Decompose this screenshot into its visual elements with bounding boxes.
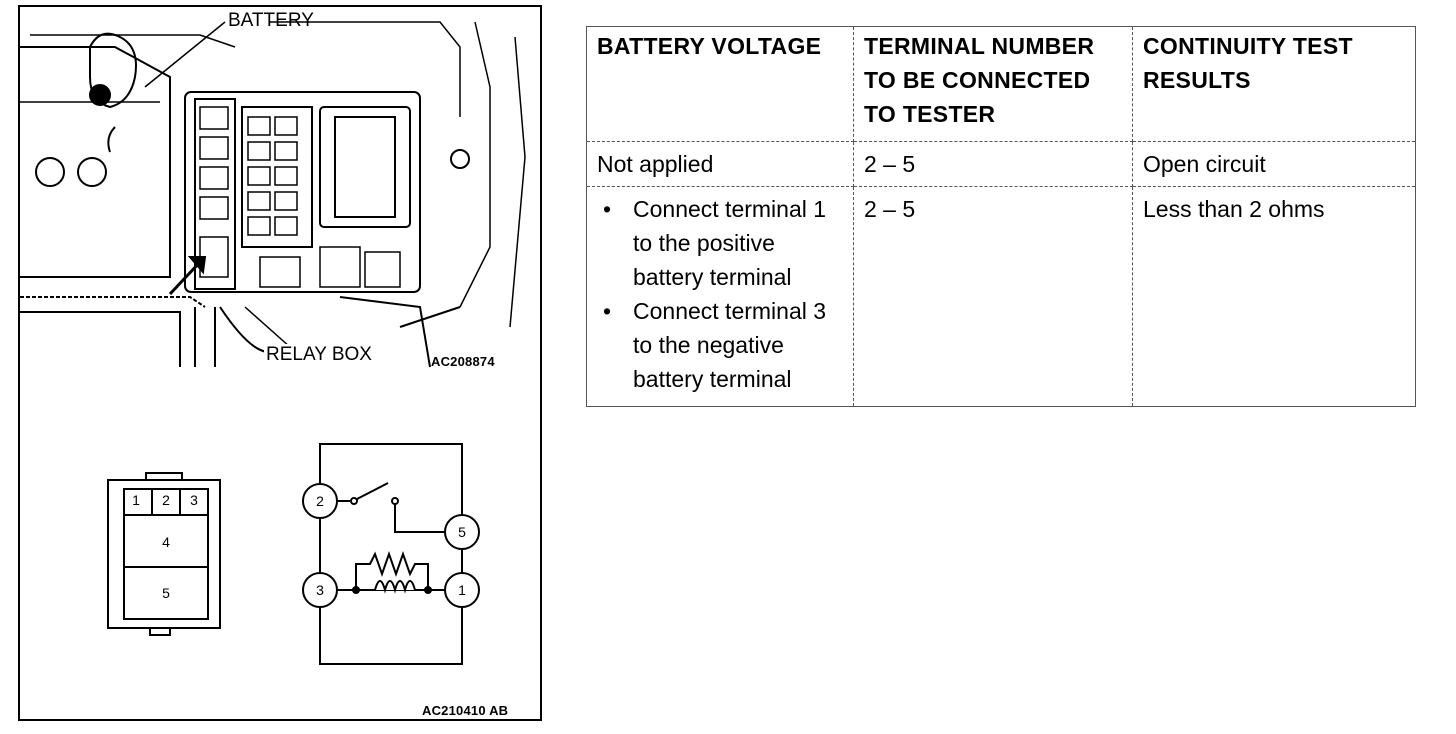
table-row: Not applied 2 – 5 Open circuit <box>586 141 1416 187</box>
table-header-row: BATTERY VOLTAGE TERMINAL NUMBER TO BE CO… <box>586 26 1416 142</box>
cell-terminals: 2 – 5 <box>853 141 1133 187</box>
photo-code: AC208874 <box>431 354 495 369</box>
schematic-pin-2: 2 <box>316 493 324 509</box>
diagram-code: AC210410 AB <box>422 703 509 718</box>
connector-pin-1: 1 <box>132 492 140 508</box>
cell-terminals: 2 – 5 <box>853 186 1133 407</box>
relay-illustration <box>20 21 526 665</box>
connector-face-drawing <box>107 472 221 636</box>
header-battery-voltage: BATTERY VOLTAGE <box>586 26 854 142</box>
engine-bay-drawing <box>20 21 526 368</box>
header-terminal-number: TERMINAL NUMBER TO BE CONNECTED TO TESTE… <box>853 26 1133 142</box>
cell-voltage: Not applied <box>586 141 854 187</box>
connector-pin-4: 4 <box>162 534 170 550</box>
list-item: Connect terminal 3 to the negative batte… <box>603 294 847 396</box>
cell-result: Less than 2 ohms <box>1132 186 1416 407</box>
battery-label: BATTERY <box>228 10 314 31</box>
relay-figure-panel: BATTERY RELAY BOX AC208874 AC210410 AB 1… <box>18 5 542 721</box>
relay-box-label: RELAY BOX <box>264 344 374 366</box>
relay-schematic-drawing <box>302 443 480 665</box>
connector-pin-5: 5 <box>162 585 170 601</box>
table-row: Connect terminal 1 to the positive batte… <box>586 186 1416 407</box>
header-test-results: CONTINUITY TEST RESULTS <box>1132 26 1416 142</box>
cell-result: Open circuit <box>1132 141 1416 187</box>
cell-voltage: Connect terminal 1 to the positive batte… <box>586 186 854 407</box>
connector-pin-3: 3 <box>190 492 198 508</box>
schematic-pin-1: 1 <box>458 582 466 598</box>
continuity-test-table: BATTERY VOLTAGE TERMINAL NUMBER TO BE CO… <box>586 26 1416 407</box>
schematic-pin-3: 3 <box>316 582 324 598</box>
voltage-steps-list: Connect terminal 1 to the positive batte… <box>597 192 847 396</box>
schematic-pin-5: 5 <box>458 524 466 540</box>
connector-pin-2: 2 <box>162 492 170 508</box>
list-item: Connect terminal 1 to the positive batte… <box>603 192 847 294</box>
